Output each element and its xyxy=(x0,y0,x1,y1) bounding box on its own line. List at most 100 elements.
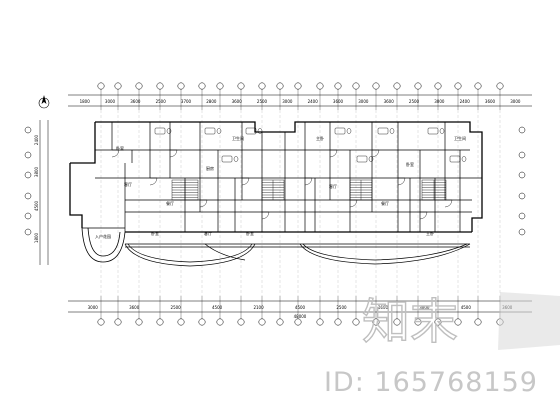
room-label: 客厅 xyxy=(204,230,212,236)
watermark-id: ID: 165768159 xyxy=(323,367,538,398)
axis-bubble xyxy=(276,318,284,326)
axis-bubble xyxy=(135,318,143,326)
watermark-brand: 知末 xyxy=(362,294,458,350)
dimension-label: 3700 xyxy=(181,99,192,104)
axis-bubble xyxy=(156,82,164,90)
dimension-label: 3000 xyxy=(510,99,521,104)
axis-bubble xyxy=(216,318,224,326)
toilet xyxy=(233,156,239,162)
door-swing xyxy=(419,211,428,220)
axis-bubble xyxy=(414,82,422,90)
axis-bubble xyxy=(135,82,143,90)
axis-bubble xyxy=(97,82,105,90)
exterior-walls xyxy=(69,121,483,233)
axis-bubble xyxy=(114,82,122,90)
dimension-label: 3000 xyxy=(88,305,99,310)
axis-bubble xyxy=(474,318,482,326)
axis-bubble xyxy=(24,171,32,179)
bathroom-kitchen-fixtures xyxy=(154,127,467,163)
room-label: 客厅 xyxy=(124,181,132,187)
bathtub xyxy=(204,127,216,135)
dimension-label: 3000 xyxy=(434,99,445,104)
axis-bubble xyxy=(372,82,380,90)
axis-bubble xyxy=(518,126,526,134)
room-label: 主卧 xyxy=(316,135,324,141)
axis-bubble xyxy=(316,82,324,90)
dimension-label: 3600 xyxy=(384,99,395,104)
toilet xyxy=(216,128,222,134)
dimension-label: 3600 xyxy=(485,99,496,104)
stairwells xyxy=(171,179,447,201)
dimension-label: 2500 xyxy=(171,305,182,310)
entrance-garden-label: 入户花园 xyxy=(95,233,111,239)
dimension-label: 3600 xyxy=(232,99,243,104)
axis-bubble xyxy=(294,82,302,90)
bathtub xyxy=(377,127,389,135)
door-swing xyxy=(111,149,120,158)
door-swing xyxy=(199,199,208,208)
door-swing xyxy=(444,199,453,208)
axis-bubble xyxy=(24,192,32,200)
axis-bubble xyxy=(177,82,185,90)
axis-bubble xyxy=(258,318,266,326)
balcony-curves xyxy=(124,243,471,267)
room-label: 卧室 xyxy=(246,230,254,236)
axis-bubble xyxy=(24,212,32,220)
dimension-label: 2400 xyxy=(308,99,319,104)
toilet xyxy=(439,128,445,134)
bathtub xyxy=(334,127,346,135)
axis-bubble xyxy=(216,82,224,90)
axis-bubble xyxy=(334,318,342,326)
axis-bubble xyxy=(518,192,526,200)
dimension-label: 4500 xyxy=(34,200,39,211)
axis-grid-lines xyxy=(100,110,501,296)
dimension-label: 2500 xyxy=(409,99,420,104)
toilet xyxy=(257,128,263,134)
dimension-label: 3800 xyxy=(34,166,39,177)
room-label: 餐厅 xyxy=(381,200,389,206)
room-label: 主卧 xyxy=(426,230,434,236)
door-swing xyxy=(261,211,270,220)
axis-bubble xyxy=(24,126,32,134)
dimension-lines-left xyxy=(39,120,49,265)
bathtub xyxy=(356,155,368,163)
dimension-label: 2500 xyxy=(257,99,268,104)
door-swing xyxy=(371,149,380,158)
axis-bubble xyxy=(434,82,442,90)
door-swing xyxy=(329,149,338,158)
bathtub xyxy=(221,155,233,163)
axis-bubble xyxy=(334,82,342,90)
axis-bubble xyxy=(198,82,206,90)
dimension-label: 3600 xyxy=(333,99,344,104)
axis-bubbles-top xyxy=(97,82,504,110)
axis-bubble xyxy=(24,228,32,236)
axis-bubble xyxy=(393,82,401,90)
dimension-label: 2500 xyxy=(336,305,347,310)
dimension-label: 1800 xyxy=(34,232,39,243)
room-label: 卫生间 xyxy=(454,135,466,141)
bathtub xyxy=(154,127,166,135)
toilet xyxy=(346,128,352,134)
room-label: 卧室 xyxy=(151,230,159,236)
axis-bubble xyxy=(518,228,526,236)
bathtub xyxy=(427,127,439,135)
bathtub xyxy=(449,155,461,163)
dimension-lines-top xyxy=(68,94,532,107)
axis-bubble xyxy=(24,151,32,159)
watermark-shading xyxy=(498,292,560,350)
interior-walls xyxy=(95,122,482,232)
door-swings xyxy=(111,149,453,220)
toilet xyxy=(166,128,172,134)
axis-bubble xyxy=(352,82,360,90)
dimension-label: 3600 xyxy=(130,99,141,104)
dimension-label: 3000 xyxy=(419,305,430,310)
axis-bubble xyxy=(114,318,122,326)
door-swing xyxy=(304,177,313,186)
axis-bubble xyxy=(258,82,266,90)
axis-bubble xyxy=(294,318,302,326)
total-dimension-label: 48000 xyxy=(294,314,307,319)
dimension-label: 1800 xyxy=(80,99,91,104)
